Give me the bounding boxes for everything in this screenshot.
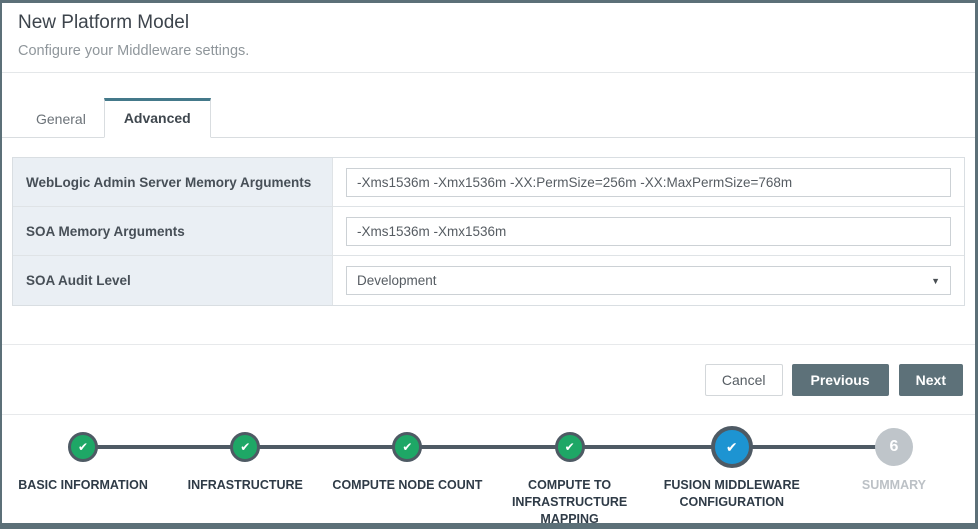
step-label: BASIC INFORMATION — [18, 478, 148, 492]
step-circle-done: ✔ — [230, 432, 261, 462]
step-fusion-middleware-configuration[interactable]: ✔ FUSION MIDDLEWARE CONFIGURATION — [651, 426, 813, 523]
step-basic-information[interactable]: ✔ BASIC INFORMATION — [2, 426, 164, 523]
weblogic-memory-label: WebLogic Admin Server Memory Arguments — [13, 158, 333, 206]
step-label: INFRASTRUCTURE — [187, 478, 303, 492]
step-label: COMPUTE NODE COUNT — [332, 478, 483, 492]
step-label: FUSION MIDDLEWARE CONFIGURATION — [663, 478, 800, 509]
page-subtitle: Configure your Middleware settings. — [18, 43, 250, 59]
form-row-soa-memory: SOA Memory Arguments — [13, 207, 964, 256]
tab-bar: General Advanced — [2, 96, 975, 138]
middleware-settings-form: WebLogic Admin Server Memory Arguments S… — [12, 157, 965, 306]
caret-down-icon: ▼ — [931, 275, 940, 286]
tab-advanced[interactable]: Advanced — [103, 98, 211, 138]
step-circle-current: ✔ — [710, 426, 753, 468]
form-row-weblogic-memory: WebLogic Admin Server Memory Arguments — [13, 158, 964, 207]
tab-general[interactable]: General — [18, 101, 104, 137]
soa-memory-input[interactable] — [346, 216, 951, 246]
check-icon: ✔ — [725, 439, 738, 455]
page-title: New Platform Model — [18, 12, 190, 33]
soa-audit-level-select[interactable]: Development ▼ — [346, 266, 951, 295]
previous-button[interactable]: Previous — [791, 364, 889, 396]
wizard-stepper: ✔ BASIC INFORMATION ✔ INFRASTRUCTURE ✔ C… — [2, 415, 975, 523]
step-circle-done: ✔ — [68, 432, 99, 462]
form-actions-divider — [2, 344, 975, 345]
step-compute-node-count[interactable]: ✔ COMPUTE NODE COUNT — [326, 426, 488, 523]
soa-audit-level-label: SOA Audit Level — [13, 256, 333, 305]
step-circle-upcoming: 6 — [874, 428, 913, 466]
check-icon: ✔ — [402, 440, 413, 454]
soa-memory-label: SOA Memory Arguments — [13, 207, 333, 255]
action-button-row: Cancel Previous Next — [2, 345, 975, 414]
next-button[interactable]: Next — [898, 364, 963, 396]
stepper-track-line — [80, 445, 897, 449]
soa-audit-level-selected-value: Development — [357, 273, 437, 288]
step-label: SUMMARY — [861, 478, 926, 492]
check-icon: ✔ — [564, 440, 575, 454]
weblogic-memory-input[interactable] — [346, 167, 951, 197]
check-icon: ✔ — [78, 440, 89, 454]
cancel-button[interactable]: Cancel — [704, 364, 783, 396]
step-infrastructure[interactable]: ✔ INFRASTRUCTURE — [164, 426, 326, 523]
soa-memory-control — [333, 207, 964, 255]
step-number: 6 — [889, 438, 899, 455]
dialog-header: New Platform Model Configure your Middle… — [2, 3, 975, 73]
stepper-divider — [2, 414, 975, 415]
form-row-soa-audit-level: SOA Audit Level Development ▼ — [13, 256, 964, 305]
step-circle-done: ✔ — [554, 432, 585, 462]
soa-audit-level-control: Development ▼ — [333, 256, 964, 305]
step-circle-done: ✔ — [392, 432, 423, 462]
step-label: COMPUTE TO INFRASTRUCTURE MAPPING — [511, 478, 628, 526]
step-compute-to-infrastructure-mapping[interactable]: ✔ COMPUTE TO INFRASTRUCTURE MAPPING — [489, 426, 651, 526]
weblogic-memory-control — [333, 158, 964, 206]
check-icon: ✔ — [240, 440, 251, 454]
step-summary[interactable]: 6 SUMMARY — [813, 426, 975, 523]
